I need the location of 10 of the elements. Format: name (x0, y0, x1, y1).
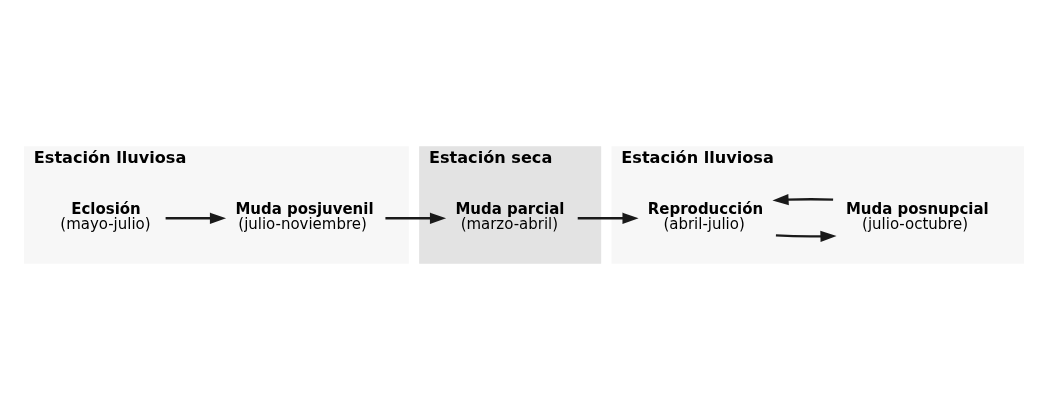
arrow (772, 194, 834, 206)
arrow (775, 230, 837, 242)
node-text: Muda posnupcial (julio-octubre) (845, 200, 989, 234)
arrow (577, 212, 639, 224)
node-text: Eclosión (mayo-julio) (60, 200, 151, 234)
node-text: Reproducción (abril-julio) (647, 200, 764, 234)
arrow (385, 212, 447, 224)
node-text: Muda parcial (marzo-abril) (455, 200, 565, 234)
arrow (165, 212, 227, 224)
node-text: Muda posjuvenil (julio-noviembre) (235, 200, 374, 234)
